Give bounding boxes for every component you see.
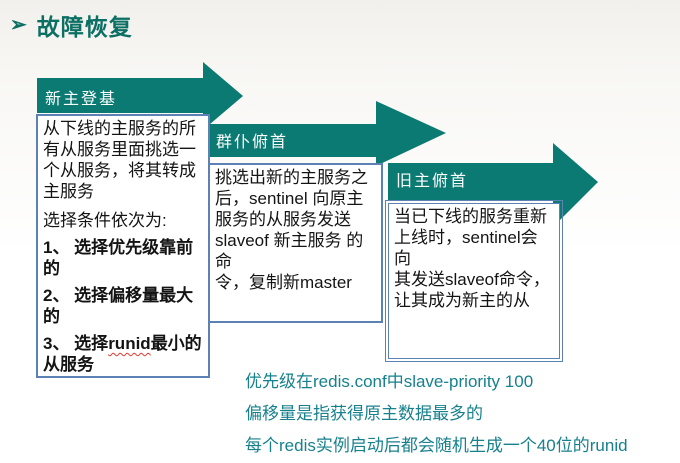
step1-item-2: 2、 选择偏移量最大 的: [43, 286, 194, 326]
step3-body: 当已下线的服务重新 上线时，sentinel会向 其发送slaveof命令， 让…: [394, 207, 550, 310]
step1-item-1: 1、 选择优先级靠前 的: [43, 238, 194, 278]
runid-code: runid: [108, 334, 151, 353]
step3-arrow-shape: [388, 143, 598, 227]
step1-box: 从下线的主服务的所 有从服务里面挑选一 个从服务，将其转成 主服务 选择条件依次…: [36, 114, 210, 378]
note-offset: 偏移量是指获得原主数据最多的: [245, 404, 483, 423]
step1-criteria-label: 选择条件依次为:: [43, 211, 167, 230]
step1-intro: 从下线的主服务的所 有从服务里面挑选一 个从服务，将其转成 主服务: [43, 119, 196, 201]
step1-item-3-suffix: 最小的 从服务: [43, 334, 202, 374]
step1-arrow-shape: [37, 62, 243, 130]
step2-arrow: 群仆俯首: [208, 101, 446, 166]
step2-box: 挑选出新的主服务之 后，sentinel 向原主 服务的从服务发送 slaveo…: [208, 163, 383, 323]
note-priority: 优先级在redis.conf中slave-priority 100: [245, 372, 534, 391]
step2-arrow-label: 群仆俯首: [216, 134, 289, 151]
arrow-bullet-icon: ➢: [10, 12, 28, 36]
page-title-text: 故障恢复: [36, 14, 133, 41]
step1-item-3-prefix: 3、 选择: [43, 334, 109, 353]
step1-arrow: 新主登基: [37, 62, 243, 130]
step3-arrow-label: 旧主俯首: [396, 173, 469, 190]
note-runid: 每个redis实例启动后都会随机生成一个40位的runid: [245, 436, 628, 455]
step1-item-3: 3、 选择runid最小的 从服务: [43, 333, 203, 375]
step3-arrow: 旧主俯首: [388, 143, 598, 227]
step2-body: 挑选出新的主服务之 后，sentinel 向原主 服务的从服务发送 slaveo…: [215, 168, 368, 292]
step2-arrow-shape: [208, 101, 446, 166]
step1-arrow-label: 新主登基: [45, 91, 118, 108]
step3-box: 当已下线的服务重新 上线时，sentinel会向 其发送slaveof命令， 让…: [385, 200, 563, 362]
notes: 优先级在redis.conf中slave-priority 100 偏移量是指获…: [245, 370, 628, 463]
page-title: ➢ 故障恢复: [10, 8, 133, 42]
